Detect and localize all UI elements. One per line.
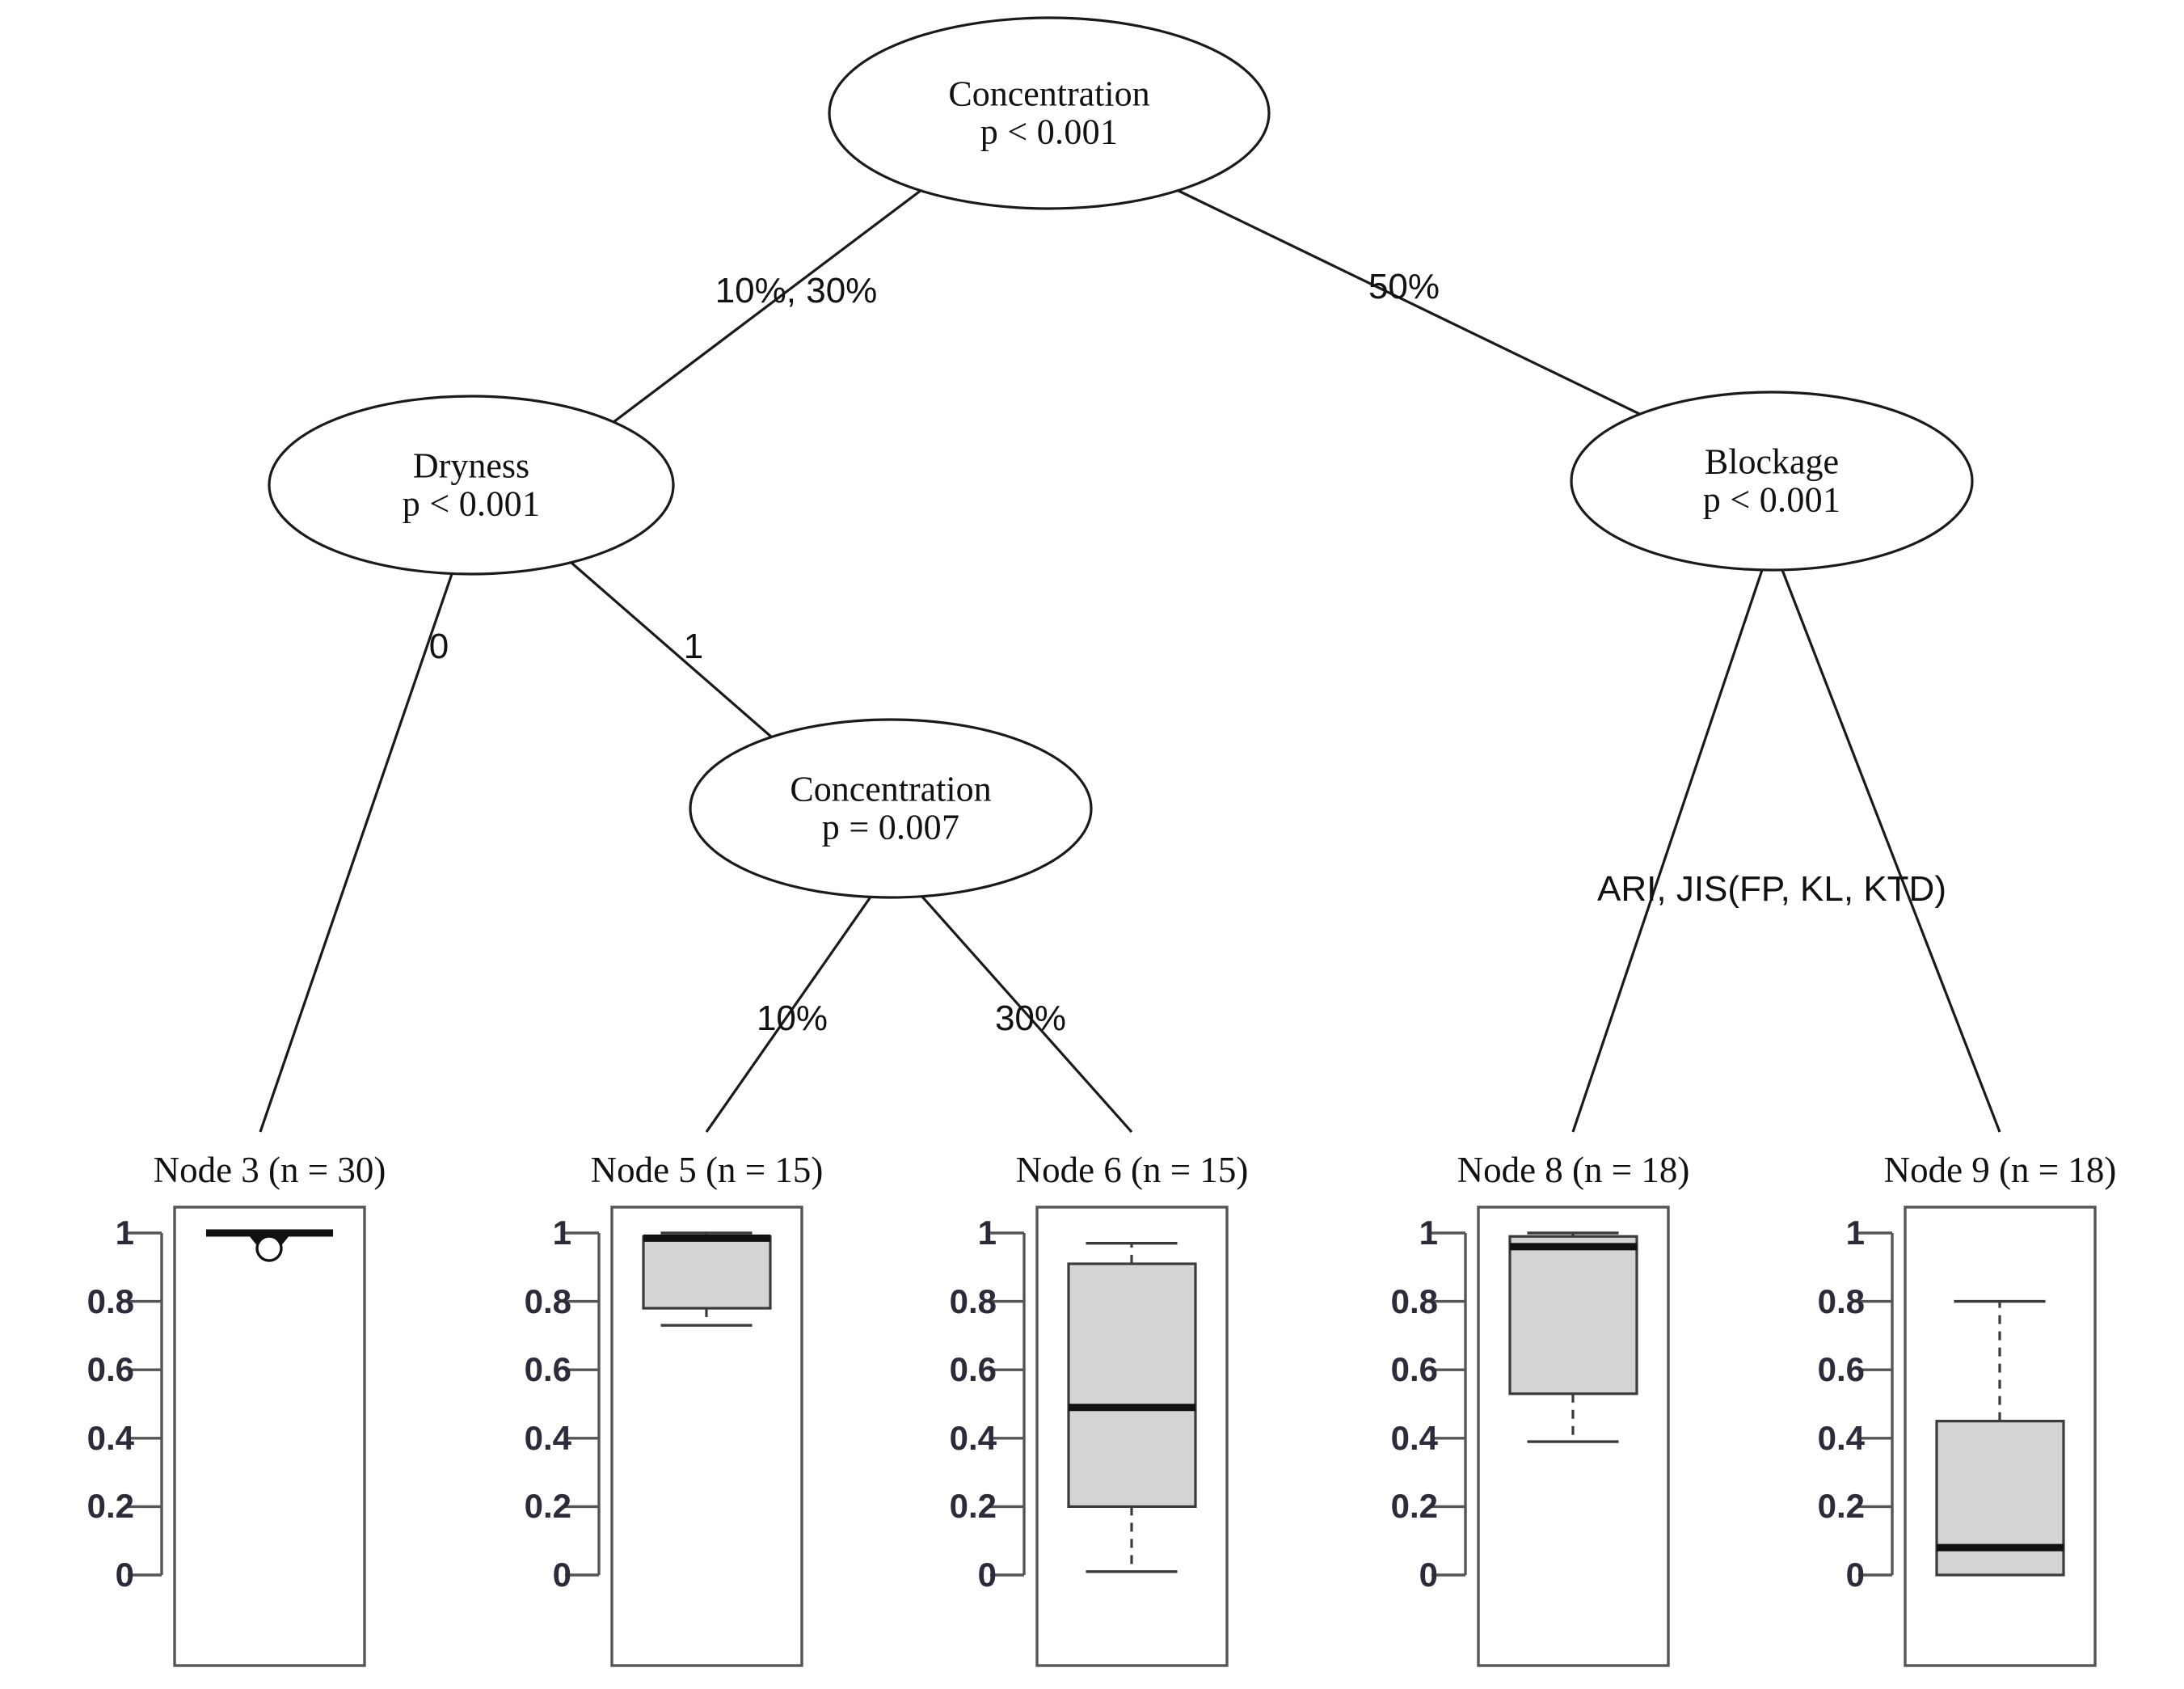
node-pvalue: p < 0.001 xyxy=(402,483,541,523)
edge-label-n1-n7: 50% xyxy=(1368,267,1440,306)
tick-label-leaf8-1: 1 xyxy=(1419,1214,1438,1252)
node-ellipse-n1 xyxy=(828,16,1271,210)
tick-label-leaf5-0.4: 0.4 xyxy=(524,1418,571,1457)
edges-group xyxy=(259,188,2001,1134)
tick-label-leaf3-1: 1 xyxy=(115,1214,134,1252)
tick-label-leaf6-0.6: 0.6 xyxy=(949,1350,997,1389)
node-ellipses-group xyxy=(268,16,1974,899)
tick-label-leaf9-0.8: 0.8 xyxy=(1817,1282,1865,1320)
node-ellipse-n7 xyxy=(1570,391,1974,572)
outlier-leaf3-0 xyxy=(255,1235,283,1262)
edge-blockage-right xyxy=(1781,569,2001,1133)
node-pvalue: p < 0.001 xyxy=(980,112,1119,151)
tick-label-leaf3-0.6: 0.6 xyxy=(86,1350,134,1389)
node-ellipse-n4 xyxy=(689,718,1093,899)
node-variable: Dryness xyxy=(412,445,530,486)
tick-label-leaf6-1: 1 xyxy=(977,1214,997,1252)
tick-label-leaf3-0: 0 xyxy=(115,1556,134,1594)
tick-label-leaf8-0.6: 0.6 xyxy=(1390,1350,1438,1389)
edge-label-n4-leaf5: 10% xyxy=(756,999,828,1038)
tick-label-leaf9-0.4: 0.4 xyxy=(1817,1418,1865,1457)
tick-label-leaf6-0.2: 0.2 xyxy=(949,1487,997,1526)
node-pvalue: p < 0.001 xyxy=(1702,479,1841,519)
tick-label-leaf8-0.4: 0.4 xyxy=(1390,1418,1438,1457)
tick-label-leaf8-0.8: 0.8 xyxy=(1390,1282,1438,1320)
edge-label-n2-n4: 1 xyxy=(683,627,704,666)
tick-label-leaf9-0: 0 xyxy=(1845,1556,1865,1594)
edge-dryness-right xyxy=(564,556,774,739)
tick-label-leaf5-0.8: 0.8 xyxy=(524,1282,571,1320)
box-leaf9 xyxy=(1935,1420,2065,1577)
box-leaf6 xyxy=(1067,1262,1197,1508)
node-ellipse-n2 xyxy=(268,395,675,576)
node-variable: Concentration xyxy=(948,74,1150,114)
node-pvalue: p = 0.007 xyxy=(821,807,960,847)
tick-label-leaf8-0.2: 0.2 xyxy=(1390,1487,1438,1526)
node-variable: Blockage xyxy=(1704,441,1840,482)
edge-label-n7-leaf8: ARI, JIS(FP, KL, KTD) xyxy=(1597,869,1946,909)
edge-blockage-left xyxy=(1571,569,1764,1133)
edge-label-n1-n2: 10%, 30% xyxy=(715,271,878,310)
tick-label-leaf6-0.8: 0.8 xyxy=(949,1282,997,1320)
tick-label-leaf5-1: 1 xyxy=(552,1214,571,1252)
edge-conc2-right xyxy=(920,894,1133,1134)
tick-label-leaf3-0.2: 0.2 xyxy=(86,1487,134,1526)
boxplot-panels-group xyxy=(128,1206,2097,1667)
tick-label-leaf5-0: 0 xyxy=(552,1556,571,1594)
edge-root-left xyxy=(609,188,922,426)
tick-label-leaf3-0.8: 0.8 xyxy=(86,1282,134,1320)
panel-title-leaf3[interactable]: Node 3 (n = 30) xyxy=(153,1150,386,1190)
panel-title-leaf5[interactable]: Node 5 (n = 15) xyxy=(590,1150,824,1190)
box-leaf5 xyxy=(642,1235,772,1310)
edge-conc2-left xyxy=(705,895,873,1133)
tick-label-leaf9-0.2: 0.2 xyxy=(1817,1487,1865,1526)
tick-label-leaf9-1: 1 xyxy=(1845,1214,1865,1252)
tick-label-leaf6-0.4: 0.4 xyxy=(949,1418,997,1457)
edge-label-n2-leaf3: 0 xyxy=(428,627,449,666)
tick-label-leaf8-0: 0 xyxy=(1419,1556,1438,1594)
panel-title-leaf8[interactable]: Node 8 (n = 18) xyxy=(1457,1150,1690,1190)
panel-title-leaf6[interactable]: Node 6 (n = 15) xyxy=(1015,1150,1249,1190)
edge-root-right xyxy=(1176,188,1654,422)
tick-label-leaf5-0.2: 0.2 xyxy=(524,1487,571,1526)
tick-label-leaf9-0.6: 0.6 xyxy=(1817,1350,1865,1389)
edge-label-n4-leaf6: 30% xyxy=(994,999,1067,1038)
tick-label-leaf5-0.6: 0.6 xyxy=(524,1350,571,1389)
tick-label-leaf6-0: 0 xyxy=(977,1556,997,1594)
node-variable: Concentration xyxy=(790,769,992,809)
panel-title-leaf9[interactable]: Node 9 (n = 18) xyxy=(1883,1150,2117,1190)
tick-label-leaf3-0.4: 0.4 xyxy=(86,1418,134,1457)
box-leaf8 xyxy=(1508,1235,1638,1396)
edge-dryness-left xyxy=(259,571,454,1133)
panel-frame-leaf3 xyxy=(173,1206,366,1667)
